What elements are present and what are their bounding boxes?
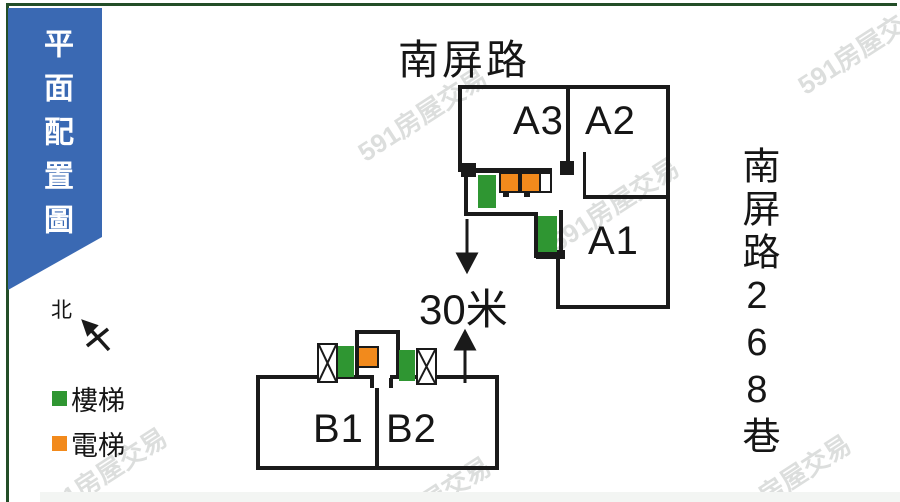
core-wall [464,172,468,216]
distance-down-arrow [455,219,479,275]
building-a-wall [583,152,586,198]
building-b-wall [256,466,499,470]
core-wall [534,212,538,258]
building-a-wall [458,85,670,89]
unit-label-a1: A1 [588,219,639,263]
unit-divider-wall [375,388,379,468]
core-door-slot [539,172,552,193]
unit-label-a3: A3 [513,99,564,143]
unit-label-b2: B2 [386,407,437,451]
stairs-block [538,216,557,252]
stairs-block [478,175,496,208]
elevator-door-tick [503,193,509,197]
legend-stairs-label: 樓梯 [71,386,125,416]
hatched-shaft [317,343,338,383]
tower-wall [355,330,400,334]
top-road-label: 南屏路 [398,37,530,83]
tower-wall [396,330,400,377]
building-b-wall [495,375,499,470]
core-wall [559,210,563,254]
core-wall [464,212,538,216]
legend-elevator-label: 電梯 [71,431,125,461]
elevator-block [499,172,520,193]
elevator-block [520,172,541,193]
building-a-wall [556,305,670,309]
plan-title-banner: 平面配置圖 [8,8,102,290]
north-compass-icon [81,319,111,352]
distance-label: 30米 [419,286,508,333]
building-a-wall [458,85,462,172]
elevator-block [357,346,379,368]
plan-title: 平面配置圖 [39,28,72,248]
unit-divider-wall [566,85,570,165]
door-marker [560,161,574,175]
building-b-wall [256,375,372,379]
watermark: 591房屋交易 [792,0,900,101]
north-label: 北 [51,299,72,322]
right-road-label: 南屏路268巷 [736,146,778,459]
left-border-line [6,3,9,502]
legend-elevator-swatch [52,436,67,451]
building-a-wall [556,257,560,307]
building-b-wall [256,375,260,470]
core-wall [476,168,552,173]
elevator-door-tick [524,193,530,197]
building-b-wall [336,343,338,383]
stair-landing [536,250,565,259]
door-jamb [370,375,374,388]
bottom-shade [40,492,900,502]
building-b-wall [390,375,499,379]
top-border-line [8,3,897,6]
stairs-block [399,350,415,381]
door-jamb [389,378,393,388]
stairs-block [338,346,354,377]
unit-label-a2: A2 [585,99,636,143]
unit-label-b1: B1 [313,407,364,451]
hatched-shaft [416,348,437,385]
building-a-wall [583,195,670,199]
legend-stairs-swatch [52,391,67,406]
